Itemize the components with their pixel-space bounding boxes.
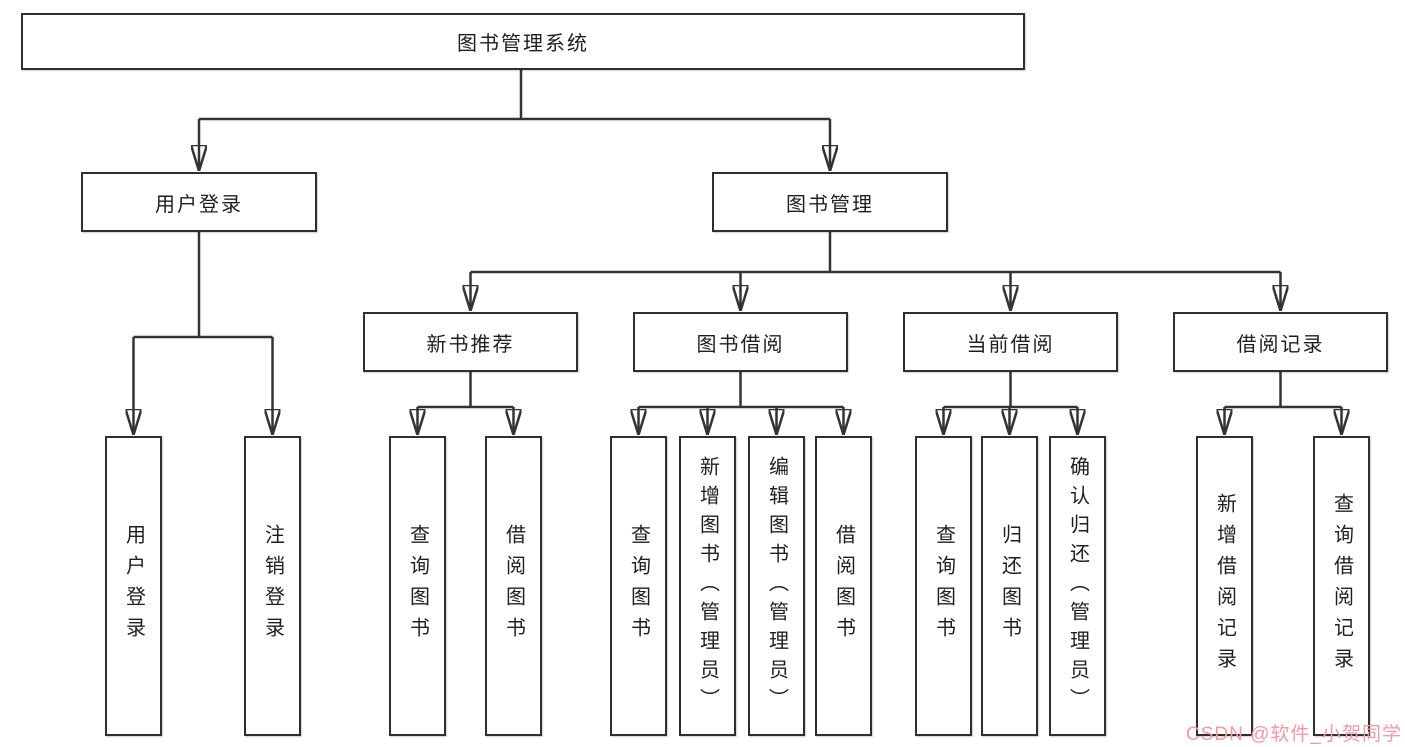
leaf-add-books-admin: 新增图书（管理员） [679, 436, 736, 736]
leaf-recommend-borrow-books-label: 借阅图书 [502, 524, 525, 648]
node-book-management: 图书管理 [712, 172, 948, 232]
leaf-confirm-return-admin-label: 确认归还（管理员） [1066, 455, 1089, 717]
node-current-borrow: 当前借阅 [903, 312, 1118, 372]
leaf-add-borrow-record: 新增借阅记录 [1196, 436, 1253, 736]
leaf-add-borrow-record-label: 新增借阅记录 [1213, 493, 1236, 679]
leaf-user-login: 用户登录 [105, 436, 162, 736]
node-current-borrow-label: 当前借阅 [966, 333, 1055, 356]
leaf-logout: 注销登录 [244, 436, 301, 736]
node-borrow-records: 借阅记录 [1173, 312, 1388, 372]
leaf-recommend-borrow-books: 借阅图书 [485, 436, 542, 736]
node-new-book-recommend-label: 新书推荐 [426, 333, 515, 356]
leaf-recommend-query-books: 查询图书 [389, 436, 446, 736]
leaf-borrow-books: 借阅图书 [815, 436, 872, 736]
node-user-login-label: 用户登录 [155, 193, 243, 216]
leaf-recommend-query-books-label: 查询图书 [406, 524, 429, 648]
node-book-borrow-label: 图书借阅 [696, 333, 785, 356]
leaf-logout-label: 注销登录 [261, 524, 284, 648]
csdn-watermark: CSDN @软件_小贺同学 [1186, 724, 1402, 745]
leaf-borrow-books-label: 借阅图书 [832, 524, 855, 648]
leaf-edit-books-admin-label: 编辑图书（管理员） [765, 455, 788, 717]
leaf-current-query-books: 查询图书 [915, 436, 972, 736]
leaf-confirm-return-admin: 确认归还（管理员） [1049, 436, 1106, 736]
leaf-user-login-label: 用户登录 [122, 524, 145, 648]
node-book-management-label: 图书管理 [786, 193, 874, 216]
node-user-login: 用户登录 [81, 172, 317, 232]
leaf-query-borrow-record: 查询借阅记录 [1313, 436, 1370, 736]
node-book-borrow: 图书借阅 [633, 312, 848, 372]
node-borrow-records-label: 借阅记录 [1236, 333, 1325, 356]
leaf-add-books-admin-label: 新增图书（管理员） [696, 455, 719, 717]
node-new-book-recommend: 新书推荐 [363, 312, 578, 372]
leaf-borrow-query-books-label: 查询图书 [627, 524, 650, 648]
leaf-current-query-books-label: 查询图书 [932, 524, 955, 648]
leaf-borrow-query-books: 查询图书 [610, 436, 667, 736]
leaf-query-borrow-record-label: 查询借阅记录 [1330, 493, 1353, 679]
leaf-return-books: 归还图书 [981, 436, 1038, 736]
leaf-return-books-label: 归还图书 [998, 524, 1021, 648]
node-root-label: 图书管理系统 [457, 33, 589, 55]
leaf-edit-books-admin: 编辑图书（管理员） [748, 436, 805, 736]
node-root-library-system: 图书管理系统 [21, 13, 1025, 70]
